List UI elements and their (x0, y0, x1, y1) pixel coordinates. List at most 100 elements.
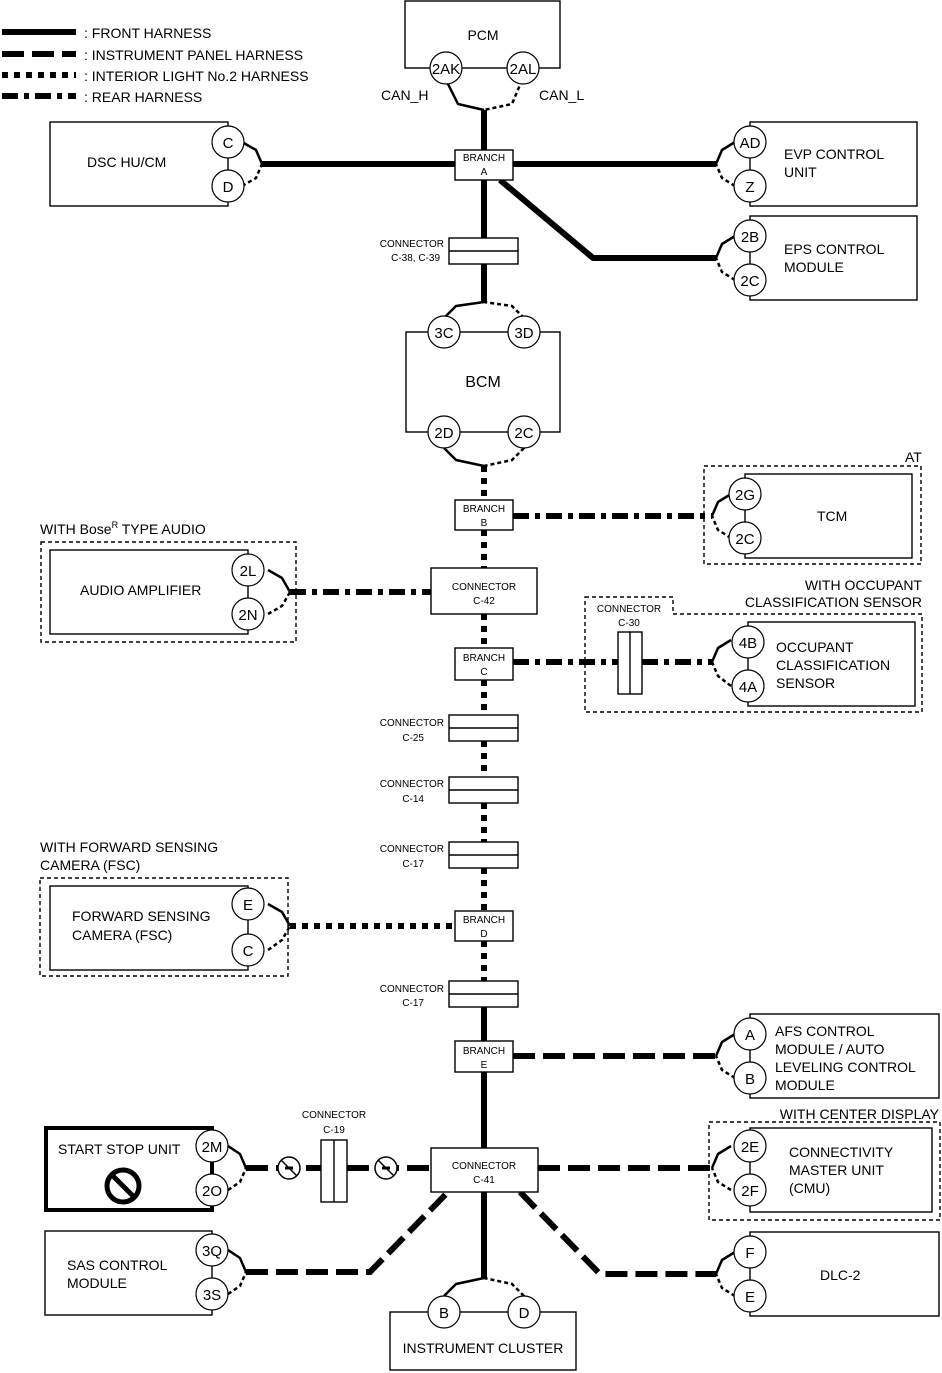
tail-dsc-d (241, 163, 264, 188)
connector-c17-upper[interactable]: CONNECTOR C-17 (380, 841, 519, 870)
pin-circle (733, 169, 767, 203)
tail-evp-z (714, 163, 736, 188)
branch-c[interactable]: BRANCH C (454, 647, 514, 681)
tail-eps-2b (714, 234, 736, 259)
branch-e[interactable]: BRANCH E (454, 1040, 514, 1073)
module-bcm[interactable]: BCM 3C 3D 2D 2C (405, 315, 561, 449)
pcm-pin-2ak: 2AK (432, 61, 460, 78)
module-tcm[interactable]: AT TCM 2G 2C (703, 449, 922, 565)
ocs-condition-1: WITH OCCUPANT (805, 577, 923, 593)
pcm-label: PCM (467, 27, 498, 43)
afs-label-4: MODULE (775, 1077, 835, 1093)
tail-dlc-f (714, 1250, 736, 1275)
tail-pcm-h (444, 79, 485, 112)
tail-pcm-l (483, 79, 524, 112)
connector-c42[interactable]: CONNECTOR C-42 (430, 567, 538, 615)
c41-title: CONNECTOR (452, 1161, 516, 1172)
module-start-stop[interactable]: START STOP UNIT 2M 2O (44, 1126, 229, 1212)
pin-circle (733, 219, 767, 253)
evp-label-2: UNIT (784, 164, 817, 180)
pin-circle (429, 51, 463, 85)
connector-c14[interactable]: CONNECTOR C-14 (380, 776, 519, 805)
evp-label-1: EVP CONTROL (784, 146, 884, 162)
prohibited-icon (104, 1167, 142, 1205)
branch-c-title: BRANCH (463, 653, 505, 664)
fsc-condition-2: CAMERA (FSC) (40, 857, 140, 873)
tail-cluster-b (443, 1276, 485, 1297)
dsc-pin-c: C (223, 135, 234, 152)
tail-afs-a (714, 1032, 736, 1057)
module-cmu[interactable]: WITH CENTER DISPLAY CONNECTIVITY MASTER … (708, 1106, 941, 1221)
pin-circle (731, 625, 765, 659)
connector-c38-c39[interactable]: CONNECTOR C-38, C-39 (380, 237, 519, 265)
tail-cmu-2e (710, 1144, 732, 1169)
c17b-id: C-17 (402, 998, 424, 1009)
connector-c25[interactable]: CONNECTOR C-25 (380, 714, 519, 744)
tcm-box (744, 473, 913, 559)
pin-tails (227, 79, 736, 1298)
module-instrument-cluster[interactable]: INSTRUMENT CLUSTER B D (389, 1295, 577, 1371)
module-eps[interactable]: EPS CONTROL MODULE 2B 2C (733, 215, 918, 301)
dsc-pin-d: D (223, 179, 234, 196)
tail-bcm-2c (483, 447, 525, 468)
pin-circle (733, 1173, 767, 1207)
tcm-pin-2g: 2G (735, 487, 755, 504)
dlc-pin-e: E (745, 1289, 755, 1306)
module-sas[interactable]: SAS CONTROL MODULE 3Q 3S (44, 1230, 229, 1316)
c30-title: CONNECTOR (597, 604, 661, 615)
pin-circle (195, 1233, 229, 1267)
c42-id: C-42 (473, 596, 495, 607)
connector-c17-lower[interactable]: CONNECTOR C-17 (380, 980, 519, 1009)
module-dlc2[interactable]: DLC-2 F E (733, 1231, 940, 1317)
tail-cmu-2f (710, 1167, 732, 1192)
afs-pin-b: B (745, 1071, 755, 1088)
sas-label-1: SAS CONTROL (67, 1257, 168, 1273)
tail-dlc-e (714, 1273, 736, 1298)
pin-circle (733, 1061, 767, 1095)
amp-label: AUDIO AMPLIFIER (80, 582, 201, 598)
c19-title: CONNECTOR (302, 1110, 366, 1121)
pin-circle (427, 315, 461, 349)
branch-d[interactable]: BRANCH D (454, 910, 514, 942)
tail-bcm-2d (443, 447, 485, 468)
connector-c30[interactable]: CONNECTOR C-30 (597, 604, 661, 695)
pin-circle (507, 1295, 541, 1329)
afs-label-2: MODULE / AUTO (775, 1041, 885, 1057)
wire-sas (246, 1189, 451, 1275)
afs-box (749, 1013, 940, 1099)
module-audio-amplifier[interactable]: WITH BoseR TYPE AUDIO AUDIO AMPLIFIER 2L… (40, 520, 297, 643)
module-afs[interactable]: AFS CONTROL MODULE / AUTO LEVELING CONTR… (733, 1013, 940, 1099)
sss-pin-2m: 2M (202, 1139, 223, 1156)
bcm-box (405, 331, 561, 433)
pin-circle (195, 1277, 229, 1311)
branch-b-box (454, 499, 514, 531)
cmu-label-2: MASTER UNIT (789, 1162, 884, 1178)
cmu-condition-frame (708, 1121, 941, 1221)
module-dsc[interactable]: DSC HU/CM C D (49, 121, 245, 207)
c38-id: C-38, C-39 (391, 253, 440, 264)
branch-c-box (454, 647, 514, 681)
c25-title: CONNECTOR (380, 718, 444, 729)
c17b-title: CONNECTOR (380, 984, 444, 995)
connector-c19[interactable]: CONNECTOR C-19 (302, 1110, 366, 1203)
module-occupant-sensor[interactable]: WITH OCCUPANT CLASSIFICATION SENSOR OCCU… (584, 577, 923, 713)
can-l-label: CAN_L (539, 87, 584, 103)
connector-c41[interactable]: CONNECTOR C-41 (430, 1147, 539, 1193)
pin-circle (427, 1295, 461, 1329)
ocs-condition-2: CLASSIFICATION SENSOR (745, 594, 922, 610)
c38-title: CONNECTOR (380, 239, 444, 250)
module-evp[interactable]: EVP CONTROL UNIT AD Z (733, 121, 918, 207)
tail-tcm-2g (710, 492, 732, 517)
pin-circle (728, 477, 762, 511)
module-pcm[interactable]: PCM 2AK 2AL CAN_H CAN_L (381, 0, 584, 103)
branch-b[interactable]: BRANCH B (454, 499, 514, 531)
legend: : FRONT HARNESS : INSTRUMENT PANEL HARNE… (2, 25, 309, 105)
module-forward-camera[interactable]: WITH FORWARD SENSING CAMERA (FSC) FORWAR… (39, 839, 289, 977)
ocs-box (747, 621, 916, 707)
c42-title: CONNECTOR (452, 582, 516, 593)
dlc-box (749, 1231, 940, 1317)
tail-fsc-c (267, 925, 292, 952)
sas-box (44, 1230, 213, 1316)
c14-title: CONNECTOR (380, 779, 444, 790)
branch-a[interactable]: BRANCH A (454, 149, 514, 181)
